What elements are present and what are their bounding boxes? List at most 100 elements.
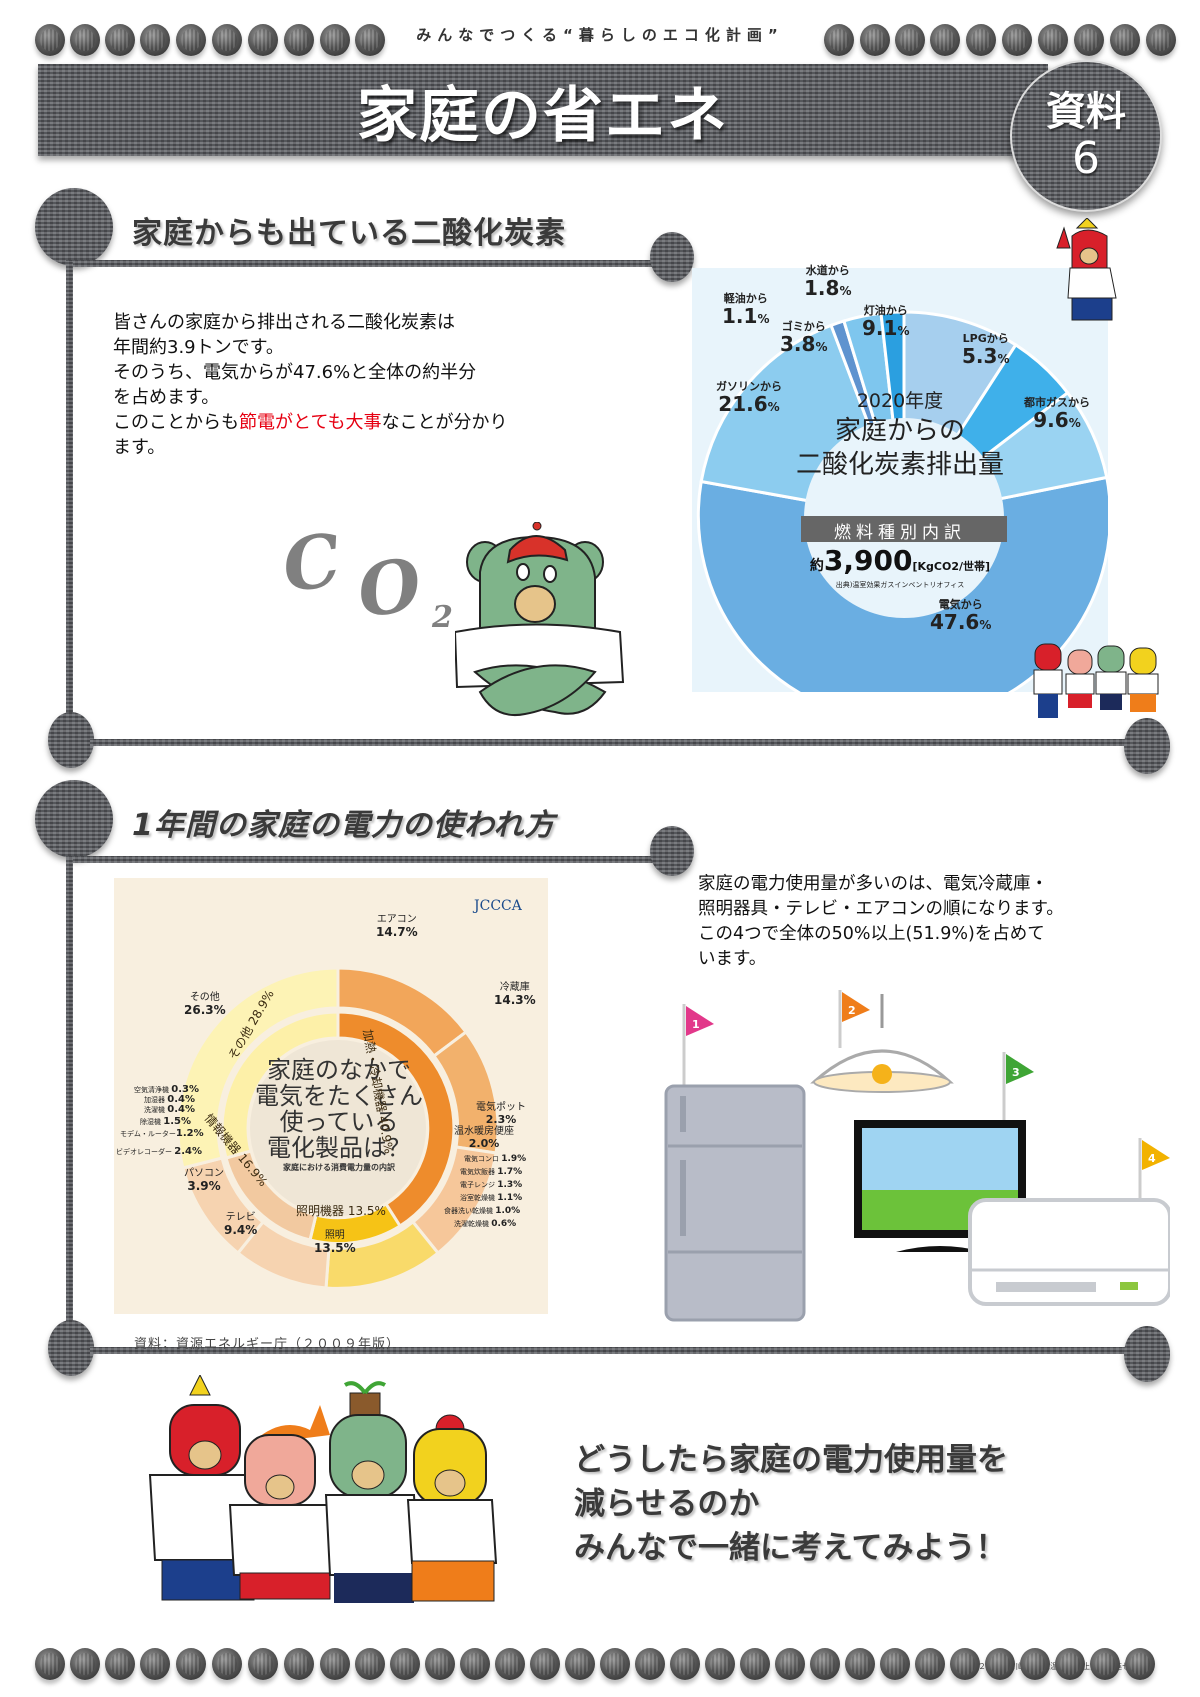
chart-label-garbage: ゴミから 3.8%: [780, 320, 828, 356]
document-number-badge: 資料 6: [1010, 60, 1162, 212]
paragraph-line: 年間約3.9トンです。: [113, 337, 284, 358]
jccca-logo: JCCCA: [474, 898, 522, 914]
bead-ornament: [860, 24, 890, 56]
svg-text:3: 3: [1012, 1066, 1020, 1079]
bead-ornament: [212, 1648, 242, 1680]
section1-top-rope: [66, 260, 656, 267]
bead-ornament: [390, 1648, 420, 1680]
paragraph-line: ます。: [113, 437, 166, 458]
bead-ornament: [35, 24, 65, 56]
green-bear-illustration-icon: [455, 522, 625, 716]
bead-ornament: [460, 1648, 490, 1680]
chart-center-title1: 家庭からの: [834, 416, 965, 446]
paragraph-line: 家庭の電力使用量が多いのは、電気冷蔵庫・: [698, 874, 1048, 894]
bead-ornament: [635, 1648, 665, 1680]
chart-label-kerosene: 灯油から 9.1%: [862, 304, 910, 340]
bead-ornament: [284, 1648, 314, 1680]
chart-label-lpg: LPGから 5.3%: [962, 332, 1010, 368]
message-line: どうしたら家庭の電力使用量を: [574, 1442, 1008, 1478]
section2-bottom-right-ball-icon: [1124, 1326, 1170, 1382]
co2-pie-graphic: [696, 310, 1112, 724]
bead-ornament: [565, 1648, 595, 1680]
bead-ornament: [824, 24, 854, 56]
bead-ornament: [915, 1648, 945, 1680]
bead-ornament: [600, 1648, 630, 1680]
bead-ornament: [1074, 24, 1104, 56]
bead-ornament: [985, 1648, 1015, 1680]
bead-ornament: [1090, 1648, 1120, 1680]
section1-paragraph: 皆さんの家庭から排出される二酸化炭素は 年間約3.9トンです。 そのうち、電気か…: [113, 310, 583, 460]
label-dehumid: 除湿機 1.5%: [140, 1116, 191, 1127]
bottom-bead-border: [0, 1684, 1200, 1697]
bead-ornament: [140, 24, 170, 56]
highlight-text: 節電がとても大事: [239, 412, 382, 433]
bead-ornament: [1002, 24, 1032, 56]
chart-label-city-gas: 都市ガスから 9.6%: [1024, 396, 1090, 432]
call-to-action-message: どうしたら家庭の電力使用量を 減らせるのか みんなで一緒に考えてみよう！: [574, 1438, 1008, 1570]
section2-paragraph: 家庭の電力使用量が多いのは、電気冷蔵庫・ 照明器具・テレビ・エアコンの順になりま…: [698, 872, 1168, 972]
label-bathdryer: 浴室乾燥機 1.1%: [460, 1193, 523, 1203]
red-bear-pointing-illustration-icon: [1056, 218, 1117, 321]
bead-ornament: [810, 1648, 840, 1680]
paragraph-line: 照明器具・テレビ・エアコンの順になります。: [698, 899, 1064, 919]
badge-number: 6: [1072, 133, 1100, 184]
bead-ornament: [355, 24, 385, 56]
bead-ornament: [176, 24, 206, 56]
page-title: 家庭の省エネ: [357, 80, 729, 151]
title-banner: 家庭の省エネ: [38, 64, 1048, 156]
label-washer: 洗濯機 0.4%: [144, 1104, 195, 1115]
chart-source-note: 資料：資源エネルギー庁（２００９年版）: [134, 1337, 401, 1352]
chart-label-water: 水道から 1.8%: [804, 264, 852, 300]
bead-ornament: [355, 1648, 385, 1680]
bead-ornament: [105, 24, 135, 56]
section2-bottom-rope: [90, 1347, 1130, 1354]
bead-ornament: [1125, 1648, 1155, 1680]
bead-ornament: [1038, 24, 1068, 56]
inner-label-lighting: 照明機器 13.5%: [296, 1204, 386, 1218]
bead-ornament: [70, 24, 100, 56]
bead-ornament: [320, 1648, 350, 1680]
label-humid: 加湿器 0.4%: [144, 1094, 195, 1105]
svg-text:1: 1: [692, 1018, 700, 1031]
chart-center-year: 2020年度: [856, 390, 944, 412]
bead-ornament: [35, 1648, 65, 1680]
bead-ornament: [176, 1648, 206, 1680]
bead-ornament: [70, 1648, 100, 1680]
text-segment: このことからも: [113, 412, 239, 433]
donut-center-l4: 電化製品は？: [267, 1134, 411, 1162]
bead-ornament: [248, 24, 278, 56]
section1-heading: 家庭からも出ている二酸化炭素: [132, 216, 566, 251]
section1-heading-ball-icon: [35, 188, 113, 266]
co2-subscript-2: 2: [432, 600, 453, 635]
bead-ornament: [740, 1648, 770, 1680]
bead-ornament: [495, 1648, 525, 1680]
paragraph-line: を占めます。: [113, 387, 220, 408]
section2-rope-end-ball-icon: [650, 826, 694, 876]
bear-family-illustration-icon: [148, 1375, 498, 1603]
bead-ornament: [880, 1648, 910, 1680]
section1-bottom-right-ball-icon: [1124, 718, 1170, 774]
co2-emissions-pie-chart: 軽油から 1.1% 水道から 1.8% ゴミから 3.8% 灯油から 9.1% …: [692, 264, 1112, 724]
bead-ornament: [105, 1648, 135, 1680]
section2-heading-ball-icon: [35, 780, 113, 858]
chart-total: 約3,900[KgCO2/世帯]: [809, 544, 991, 577]
bead-ornament: [950, 1648, 980, 1680]
bead-ornament: [775, 1648, 805, 1680]
co2-letter-c: C: [277, 516, 346, 609]
section1-bottom-rope: [90, 739, 1130, 746]
paragraph-line: 皆さんの家庭から排出される二酸化炭素は: [113, 312, 455, 333]
message-line: 減らせるのか: [574, 1486, 760, 1522]
section1-left-rope: [66, 262, 73, 722]
tagline: みんなでつくる“暮らしのエコ化計画”: [416, 26, 784, 44]
bead-ornament: [425, 1648, 455, 1680]
bead-ornament: [895, 24, 925, 56]
bear-group-small-illustration-icon: [1033, 643, 1159, 718]
label-dishwasher: 食器洗い乾燥機 1.0%: [444, 1206, 521, 1216]
svg-text:4: 4: [1148, 1152, 1156, 1165]
text-segment: なことが分かり: [381, 412, 508, 433]
bead-ornament: [530, 1648, 560, 1680]
